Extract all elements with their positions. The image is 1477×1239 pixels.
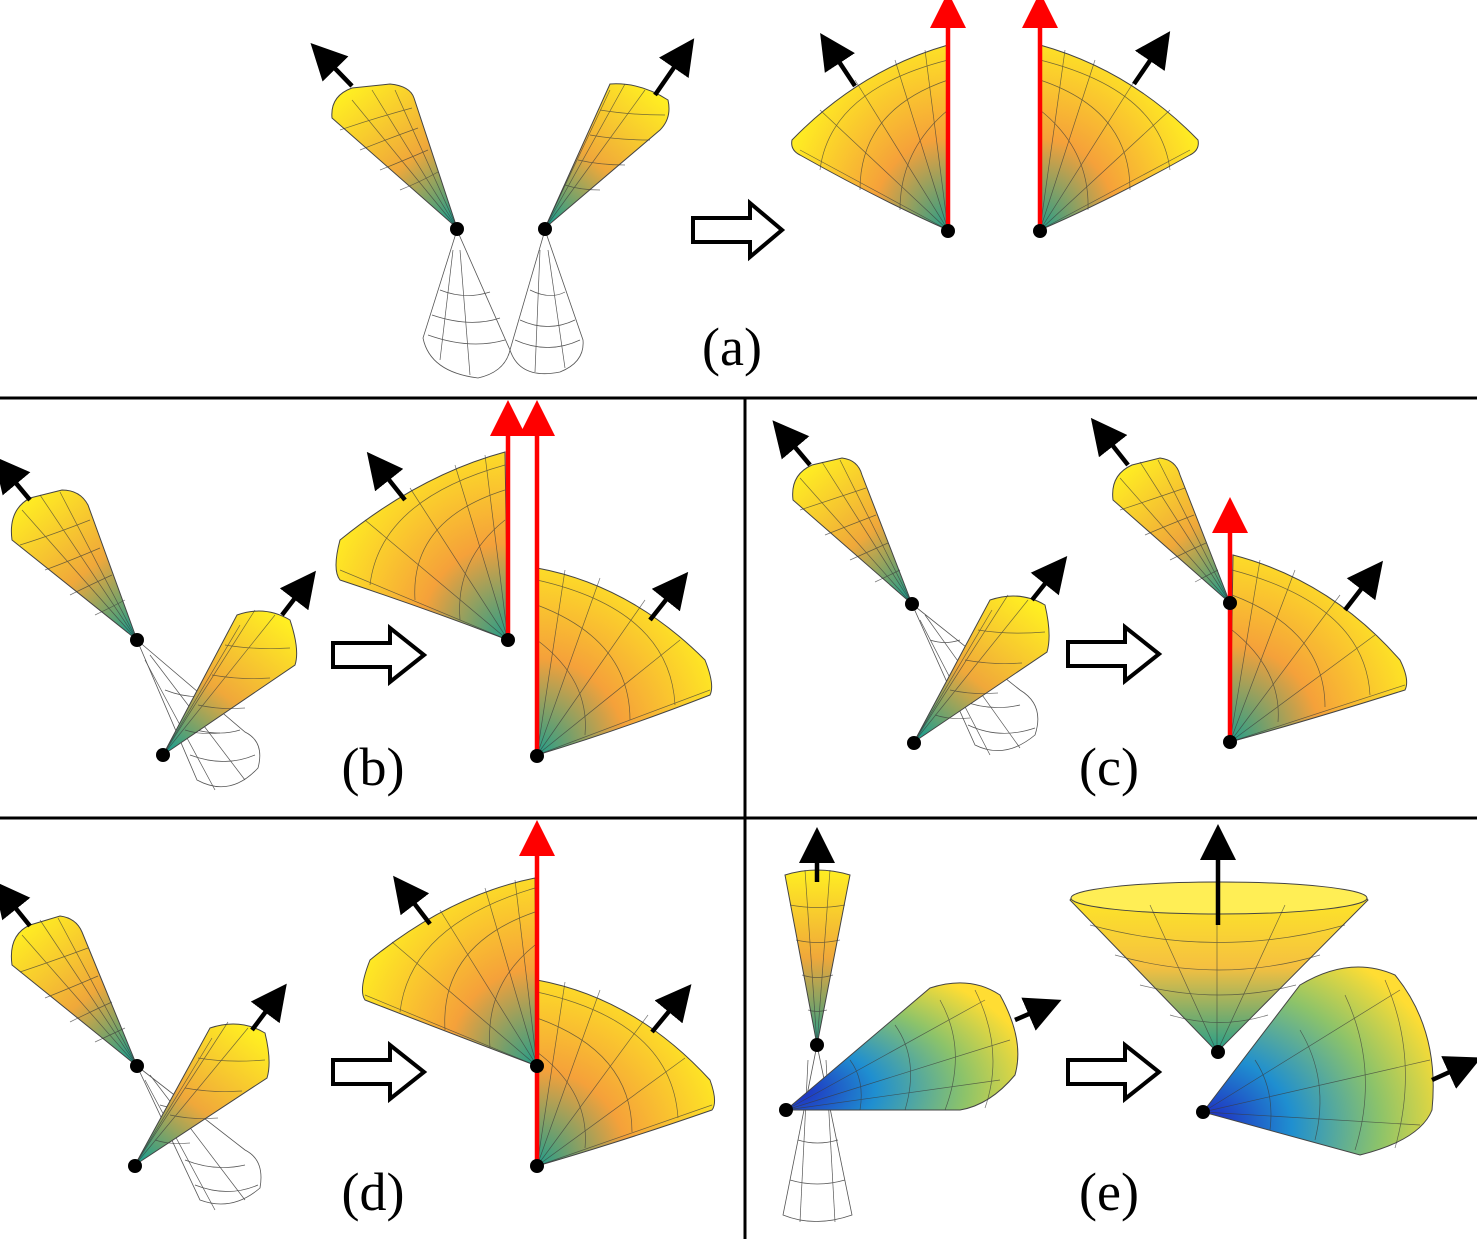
panel-a-label: (a) <box>702 317 762 377</box>
panel-a-transform-arrow <box>693 203 782 257</box>
panel-b-label: (b) <box>342 737 405 797</box>
panel-a: (a) <box>323 10 1198 378</box>
panel-b-upper-fan <box>336 418 515 647</box>
panel-b-lower-fan <box>530 418 712 763</box>
panel-c-label: (c) <box>1079 737 1139 797</box>
panel-e-vertical-cone <box>785 845 850 1052</box>
panel-b: (b) <box>5 418 712 797</box>
panel-d-lower-fan <box>530 838 715 1173</box>
panel-e-transform-arrow <box>1068 1045 1159 1099</box>
panel-d-upper-cone <box>5 895 144 1073</box>
panel-a-right-cone <box>538 53 684 236</box>
panel-d-transform-arrow <box>333 1045 424 1099</box>
panel-a-left-cone <box>323 56 464 236</box>
panel-a-right-fan <box>1033 10 1198 238</box>
panel-c-fan <box>1223 515 1407 749</box>
panel-c: (c) <box>784 432 1407 797</box>
panel-a-left-fan <box>792 10 955 238</box>
panel-d-label: (d) <box>342 1162 405 1222</box>
panel-a-wireframe-cones <box>423 230 583 378</box>
panel-d-upper-fan <box>362 878 537 1066</box>
panel-b-upper-left-cone <box>5 470 144 647</box>
panel-d: (d) <box>5 838 715 1222</box>
panel-e: (e) <box>779 842 1465 1222</box>
panel-c-transform-arrow <box>1068 627 1159 681</box>
panel-c-upper-cone <box>784 434 919 611</box>
panel-e-label: (e) <box>1079 1162 1139 1222</box>
panel-c-upper-small-cone <box>1102 432 1230 603</box>
panel-b-transform-arrow <box>333 628 424 682</box>
